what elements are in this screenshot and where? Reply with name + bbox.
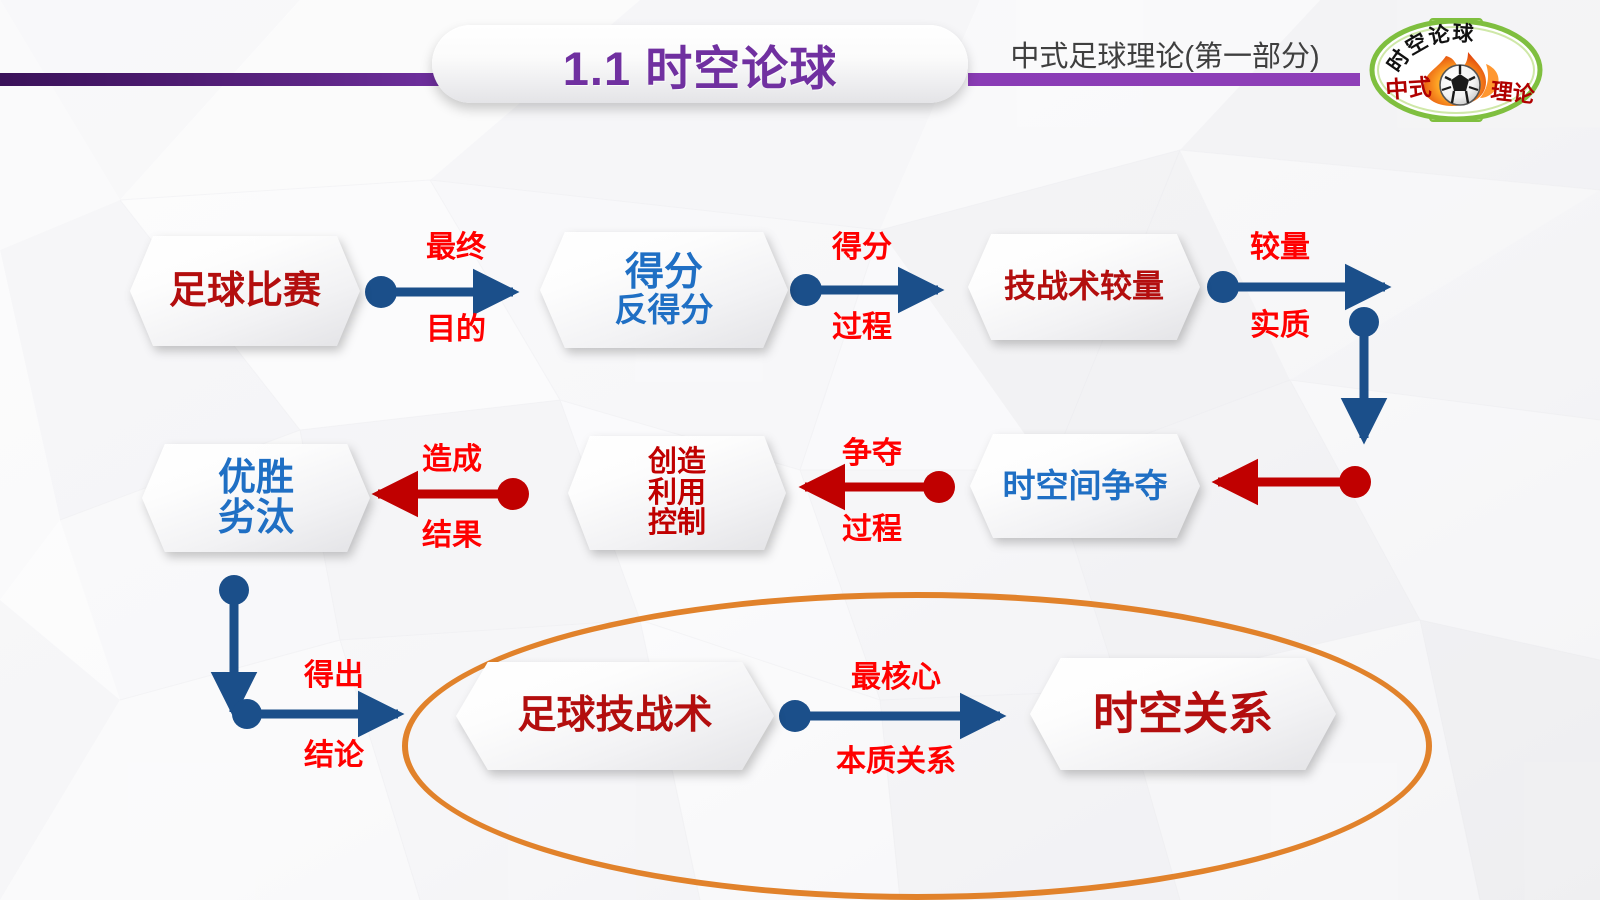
soccer-ball-icon bbox=[1439, 64, 1481, 106]
node-defen-fandefen[interactable]: 得分 反得分 bbox=[540, 232, 788, 348]
connector-7 bbox=[210, 575, 405, 738]
connector-label-jielun: 结论 bbox=[304, 739, 364, 772]
node-label: 技战术较量 bbox=[1003, 268, 1164, 305]
header-rule-right bbox=[968, 73, 1360, 86]
connector-4 bbox=[1211, 458, 1371, 506]
shikong-lunqiu-logo: 时空论球 中式 理论 bbox=[1369, 18, 1543, 122]
node-label-line3: 控制 bbox=[647, 507, 706, 540]
logo-bottom-left-text: 中式 bbox=[1385, 74, 1433, 103]
connector-label-jieguo: 结果 bbox=[422, 519, 482, 552]
node-label-line1: 创造 bbox=[647, 445, 706, 478]
connector-8 bbox=[779, 692, 1007, 740]
node-label: 足球比赛 bbox=[168, 269, 321, 312]
node-jizhanshu-jiaoliang[interactable]: 技战术较量 bbox=[968, 234, 1200, 340]
node-label-line1: 优胜 bbox=[217, 456, 294, 499]
connector-label-zuizhong: 最终 bbox=[426, 231, 486, 264]
connector-label-zaocheng: 造成 bbox=[422, 443, 482, 476]
node-label: 足球技战术 bbox=[517, 694, 713, 738]
node-label-line2: 反得分 bbox=[614, 291, 714, 329]
slide-title-pill: 1.1 时空论球 bbox=[432, 25, 968, 103]
node-label: 优胜 劣汰 bbox=[212, 456, 300, 539]
slide-header: 1.1 时空论球 中式足球理论(第一部分) bbox=[0, 0, 1600, 140]
connector-label-shizhi: 实质 bbox=[1250, 309, 1310, 342]
connector-label-mudi: 目的 bbox=[426, 313, 486, 346]
slide-subtitle: 中式足球理论(第一部分) bbox=[1010, 41, 1320, 73]
highlight-ellipse bbox=[402, 592, 1432, 900]
connector-label-guocheng-2: 过程 bbox=[842, 513, 902, 546]
node-label-line2: 劣汰 bbox=[217, 497, 294, 539]
connector-1 bbox=[365, 268, 520, 316]
node-chuangzao-liyong-kongzhi[interactable]: 创造 利用 控制 bbox=[568, 436, 786, 550]
connector-2 bbox=[790, 266, 945, 314]
connector-label-defen: 得分 bbox=[832, 231, 892, 264]
connector-label-zuihexin: 最核心 bbox=[851, 661, 941, 694]
node-zuqiu-jizhanshu[interactable]: 足球技战术 bbox=[456, 662, 774, 770]
node-shape bbox=[142, 444, 370, 552]
connector-label-guocheng: 过程 bbox=[832, 311, 892, 344]
connector-3 bbox=[1207, 263, 1392, 445]
node-label: 时空关系 bbox=[1092, 688, 1273, 740]
connector-label-jiaoliang: 较量 bbox=[1250, 231, 1310, 264]
node-shape bbox=[568, 436, 786, 550]
logo-bottom-right-text: 理论 bbox=[1489, 78, 1536, 108]
node-shape bbox=[456, 662, 774, 770]
connector-label-benzhiguanxi: 本质关系 bbox=[836, 745, 956, 778]
node-shape bbox=[970, 434, 1200, 538]
node-shape bbox=[1030, 658, 1336, 770]
node-label-line2: 利用 bbox=[647, 476, 706, 509]
node-label-line1: 得分 bbox=[624, 250, 703, 294]
connector-6 bbox=[371, 470, 529, 518]
node-zuqiubisai[interactable]: 足球比赛 bbox=[130, 236, 360, 346]
node-label: 时空间争夺 bbox=[1002, 466, 1168, 504]
node-label: 得分 反得分 bbox=[609, 252, 720, 328]
connector-label-dechu: 得出 bbox=[304, 659, 364, 692]
node-shikongjian-zhengduo[interactable]: 时空间争夺 bbox=[970, 434, 1200, 538]
page-title: 1.1 时空论球 bbox=[562, 41, 838, 95]
node-shape bbox=[968, 234, 1200, 340]
connector-label-zhengduo: 争夺 bbox=[842, 437, 902, 470]
connector-5 bbox=[798, 463, 955, 511]
header-rule-left bbox=[0, 73, 448, 86]
node-shape bbox=[540, 232, 788, 348]
node-shape bbox=[130, 236, 360, 346]
node-youshengliutai[interactable]: 优胜 劣汰 bbox=[142, 444, 370, 552]
node-label: 创造 利用 控制 bbox=[642, 447, 712, 539]
node-shikong-guanxi[interactable]: 时空关系 bbox=[1030, 658, 1336, 770]
